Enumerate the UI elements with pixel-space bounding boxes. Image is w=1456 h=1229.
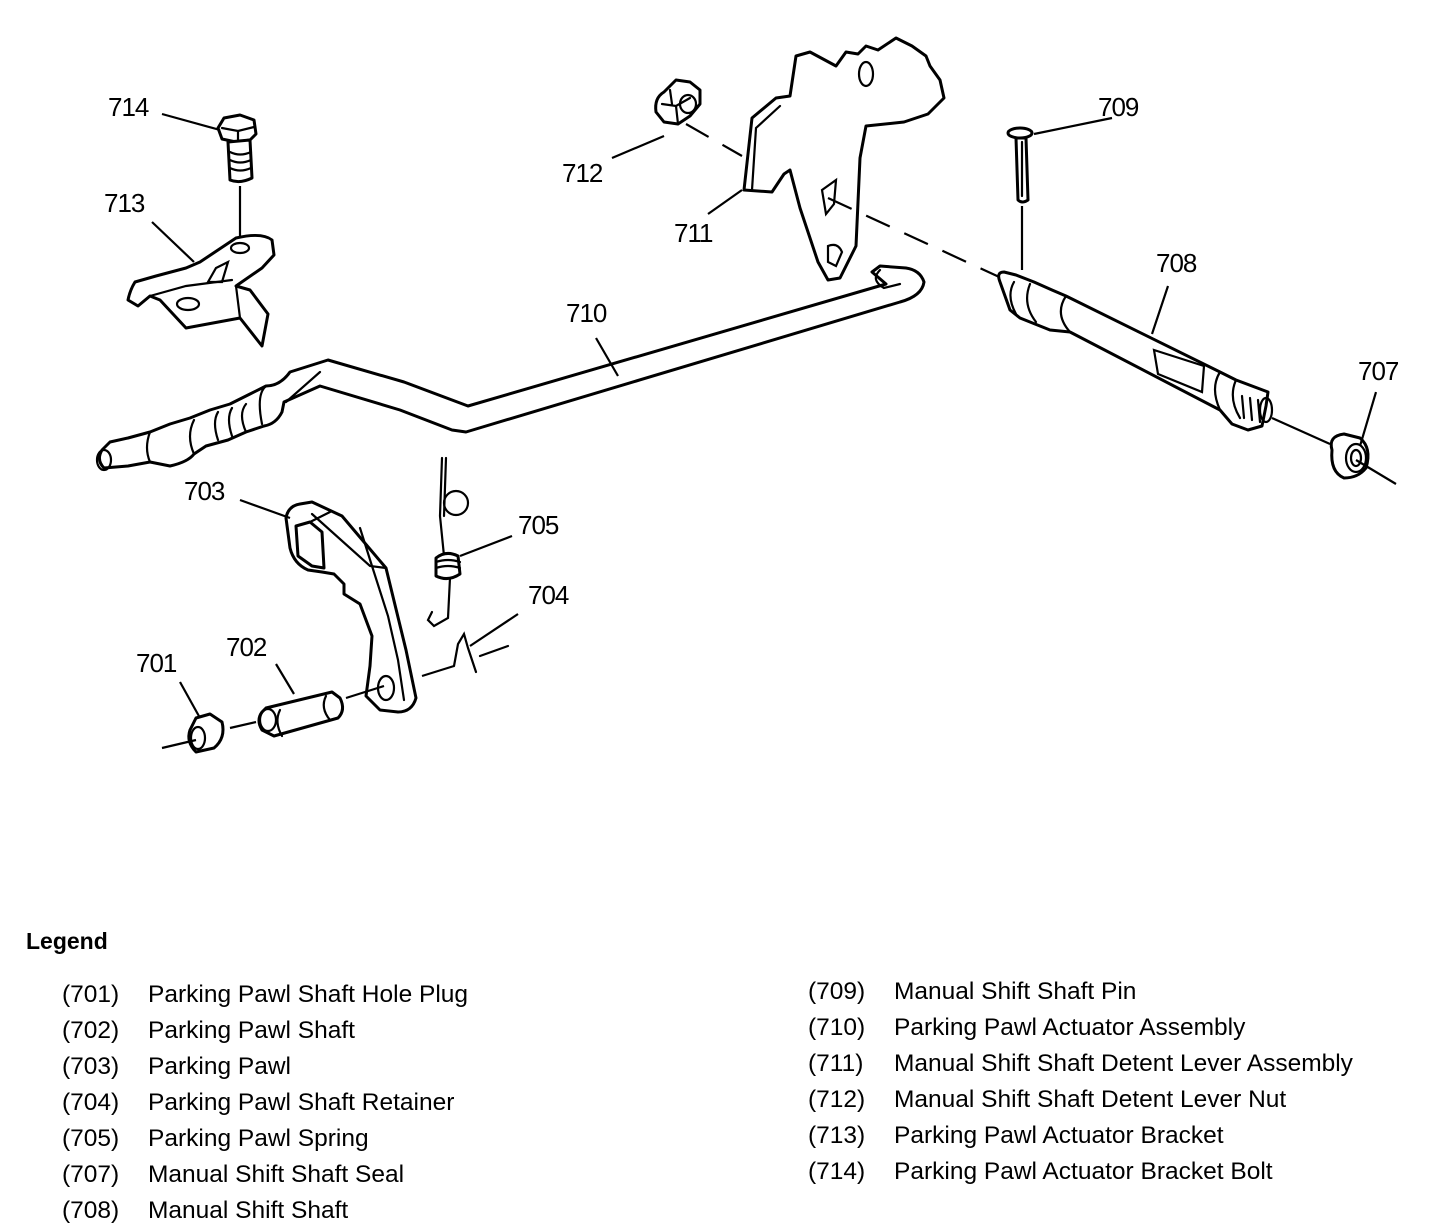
part-714-bracket-bolt	[216, 113, 258, 184]
legend-item-number: (707)	[62, 1161, 120, 1188]
legend-item-description: Parking Pawl Actuator Assembly	[894, 1014, 1246, 1041]
legend-item: (709) Manual Shift Shaft Pin	[808, 974, 1353, 1010]
legend-item: (704) Parking Pawl Shaft Retainer	[62, 1085, 468, 1121]
legend-item-description: Parking Pawl	[148, 1053, 291, 1080]
callout-712: 712	[562, 158, 603, 188]
legend-item-number: (711)	[808, 1050, 864, 1077]
legend-item: (713) Parking Pawl Actuator Bracket	[808, 1118, 1353, 1154]
part-712-detent-lever-nut	[654, 78, 702, 126]
part-702-parking-pawl-shaft	[257, 690, 345, 738]
legend-item: (708) Manual Shift Shaft	[62, 1193, 468, 1229]
legend-item-description: Parking Pawl Actuator Bracket Bolt	[894, 1158, 1273, 1185]
part-711-detent-lever-assembly	[742, 36, 946, 282]
legend-item: (711) Manual Shift Shaft Detent Lever Ass…	[808, 1046, 1353, 1082]
legend-item: (714) Parking Pawl Actuator Bracket Bolt	[808, 1154, 1353, 1190]
legend-item-description: Manual Shift Shaft Detent Lever Assembly	[894, 1050, 1353, 1077]
legend-item-description: Parking Pawl Shaft	[148, 1017, 355, 1044]
legend-item: (701) Parking Pawl Shaft Hole Plug	[62, 977, 468, 1013]
callout-702: 702	[226, 632, 267, 662]
legend-column-left: (701) Parking Pawl Shaft Hole Plug (702) P…	[62, 977, 468, 1229]
legend-item-description: Manual Shift Shaft	[148, 1197, 349, 1224]
callout-709: 709	[1098, 92, 1139, 122]
part-705-parking-pawl-spring	[426, 456, 470, 628]
legend-item-description: Parking Pawl Spring	[148, 1125, 369, 1152]
part-707-shift-shaft-seal	[1329, 432, 1370, 480]
part-704-shaft-retainer	[452, 631, 510, 674]
legend-item-number: (710)	[808, 1014, 866, 1041]
legend-item-number: (708)	[62, 1197, 120, 1224]
leader-lines	[151, 112, 1378, 719]
legend-item: (705) Parking Pawl Spring	[62, 1121, 468, 1157]
legend-item: (703) Parking Pawl	[62, 1049, 468, 1085]
legend-item-description: Manual Shift Shaft Seal	[148, 1161, 405, 1188]
callout-704: 704	[528, 580, 569, 610]
callout-713: 713	[104, 188, 145, 218]
part-709-shift-shaft-pin	[1006, 126, 1034, 204]
legend-item-number: (701)	[62, 981, 120, 1008]
legend-item-number: (703)	[62, 1053, 120, 1080]
callout-703: 703	[184, 476, 225, 506]
legend-item: (707) Manual Shift Shaft Seal	[62, 1157, 468, 1193]
callout-710: 710	[566, 298, 607, 328]
legend-item-description: Parking Pawl Actuator Bracket	[894, 1122, 1224, 1149]
legend-item-number: (702)	[62, 1017, 120, 1044]
legend-item-description: Parking Pawl Shaft Retainer	[148, 1089, 455, 1116]
legend-item-number: (713)	[808, 1122, 866, 1149]
part-703-parking-pawl	[284, 500, 418, 714]
callout-707: 707	[1358, 356, 1399, 386]
legend-item: (702) Parking Pawl Shaft	[62, 1013, 468, 1049]
legend-item-number: (704)	[62, 1089, 120, 1116]
callout-705: 705	[518, 510, 559, 540]
part-708-manual-shift-shaft	[997, 270, 1274, 432]
legend-item-description: Manual Shift Shaft Detent Lever Nut	[894, 1086, 1287, 1113]
exploded-parts-diagram: 714 713 712 711 709 708 707 710 703 705 …	[95, 36, 1400, 754]
legend-item-number: (709)	[808, 978, 866, 1005]
callout-711: 711	[674, 218, 713, 248]
legend-item-number: (712)	[808, 1086, 866, 1113]
part-713-actuator-bracket	[126, 233, 276, 348]
legend-title: Legend	[26, 928, 108, 954]
part-710-parking-pawl-actuator	[95, 264, 926, 472]
callout-701: 701	[136, 648, 177, 678]
legend-item-number: (714)	[808, 1158, 866, 1185]
callout-708: 708	[1156, 248, 1197, 278]
legend-item-number: (705)	[62, 1125, 120, 1152]
legend-column-right: (709) Manual Shift Shaft Pin (710) Parking…	[808, 974, 1353, 1190]
legend-item: (710) Parking Pawl Actuator Assembly	[808, 1010, 1353, 1046]
legend-item: (712) Manual Shift Shaft Detent Lever Nut	[808, 1082, 1353, 1118]
legend-item-description: Parking Pawl Shaft Hole Plug	[148, 981, 469, 1008]
part-701-shaft-hole-plug	[187, 712, 225, 754]
callout-714: 714	[108, 92, 149, 122]
legend-item-description: Manual Shift Shaft Pin	[894, 978, 1137, 1005]
